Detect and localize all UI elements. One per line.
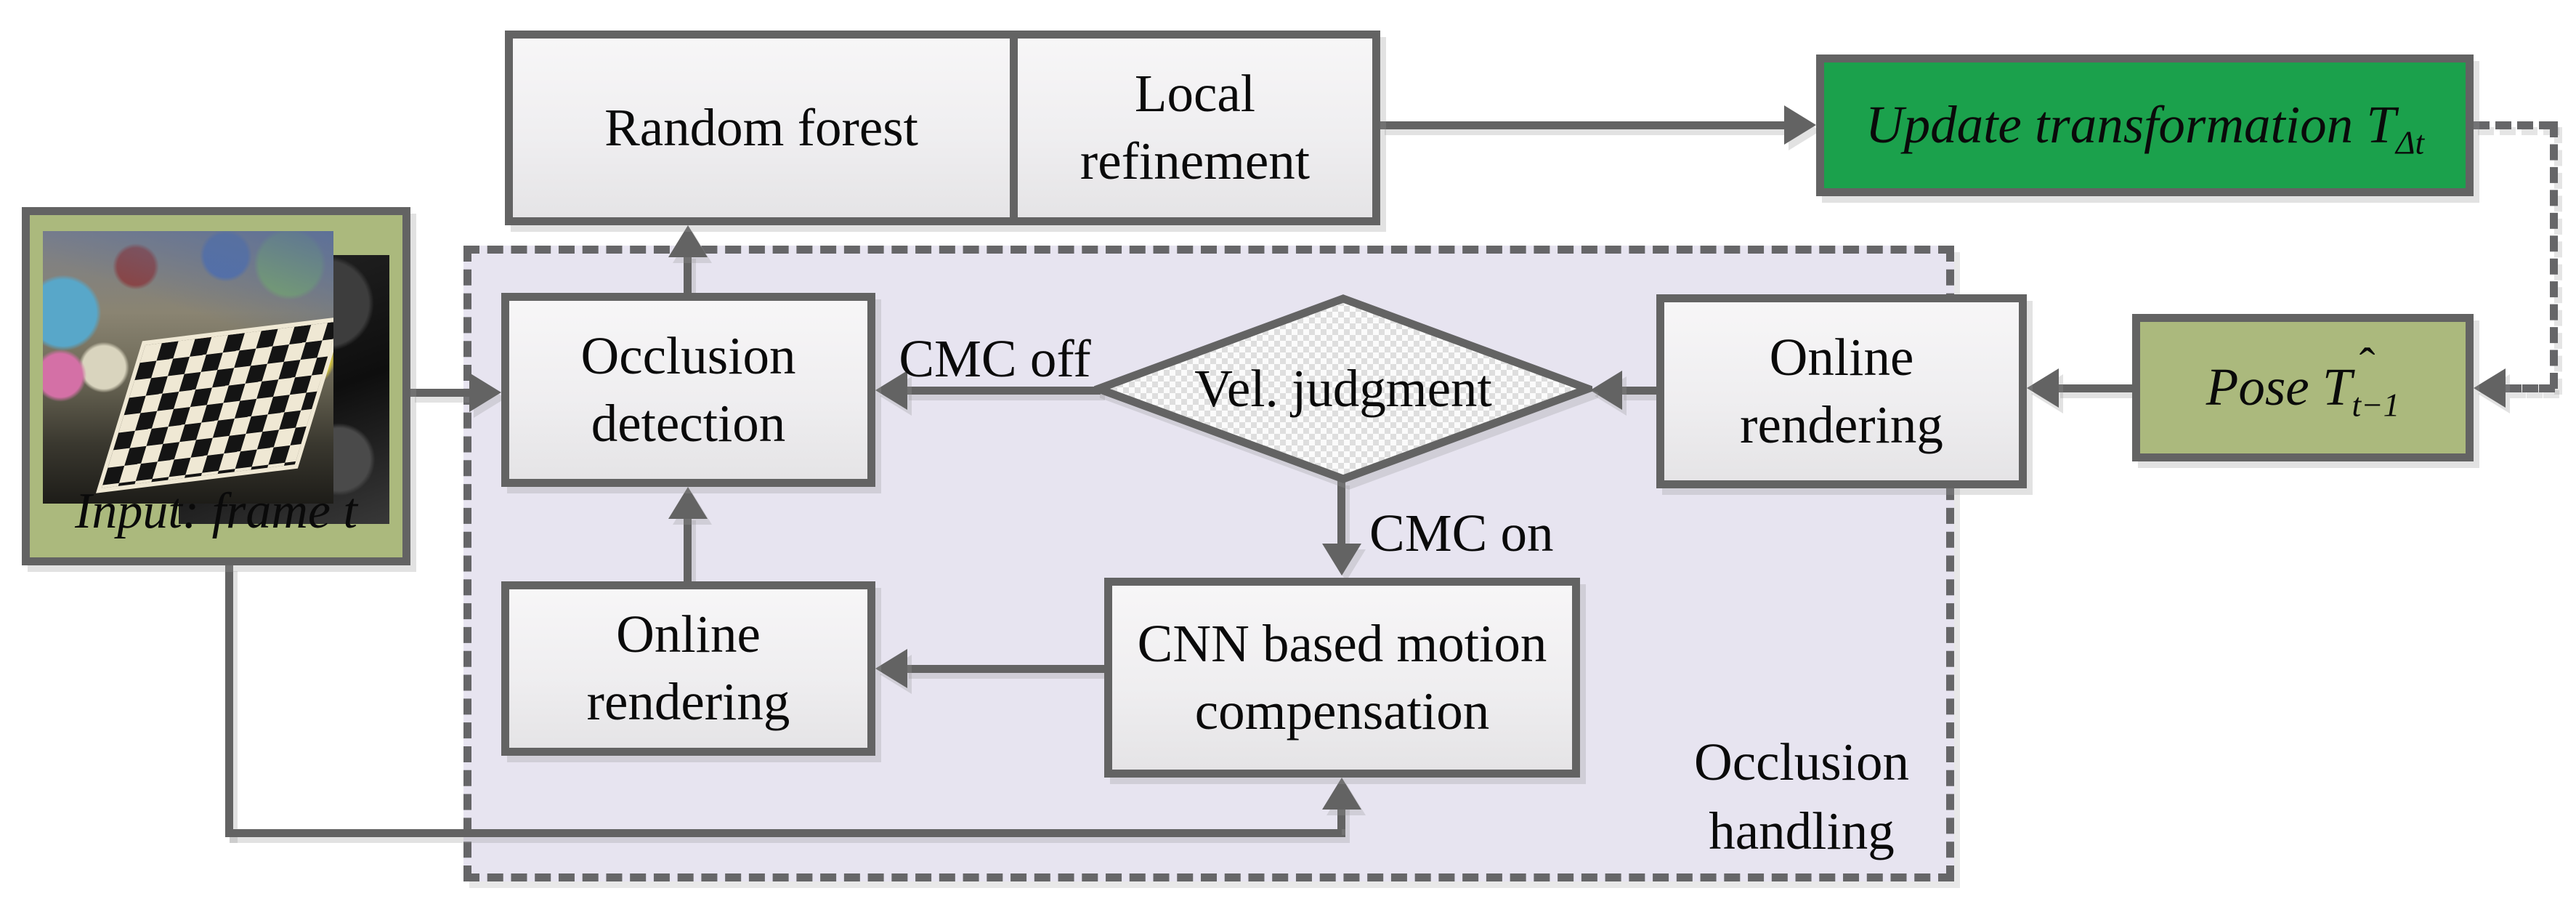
- local-refinement-label: Local refinement: [1080, 64, 1311, 190]
- cnn-motion-compensation-box: CNN based motion compensation: [1104, 578, 1580, 778]
- input-frame-box: Input: frame t: [22, 207, 410, 565]
- random-forest-local-refinement-box: Random forest Local refinement: [505, 31, 1380, 225]
- occlusion-detection-label: Occlusion detection: [580, 326, 796, 453]
- arrowhead-pose-to-onlinerendering: [2027, 368, 2059, 408]
- cmc-off-label: CMC off: [899, 329, 1091, 388]
- occlusion-handling-label: Occlusion handling: [1694, 733, 1909, 860]
- local-refinement-cell: Local refinement: [1010, 39, 1372, 217]
- update-transformation-box: Update transformation TΔt: [1816, 55, 2474, 196]
- online-rendering-top-box: Online rendering: [1656, 294, 2027, 488]
- cnn-motion-compensation-label: CNN based motion compensation: [1137, 613, 1547, 740]
- update-transformation-label: Update transformation TΔt: [1866, 92, 2424, 159]
- edge-onlinerendering2-to-od: [684, 514, 692, 581]
- online-rendering-top-label: Online rendering: [1740, 327, 1943, 454]
- edge-input-down: [225, 565, 233, 837]
- edge-update-feedback-side: [2550, 121, 2558, 389]
- arrowhead-veljudgment-to-cnn: [1322, 544, 1361, 576]
- update-transformation-variable: TΔt: [2366, 95, 2425, 161]
- diamond-outline: [1094, 294, 1592, 483]
- edge-update-feedback-into-pose: [2506, 384, 2555, 392]
- arrowhead-onlinerendering-to-veljudgment: [1590, 371, 1622, 410]
- arrowhead-input-to-od: [469, 373, 501, 412]
- arrowhead-cnn-to-onlinerendering2: [875, 649, 907, 688]
- arrowhead-feedback-to-pose: [2474, 368, 2506, 408]
- online-rendering-bottom-label: Online rendering: [586, 605, 790, 731]
- input-rgb-photo: [43, 231, 333, 504]
- arrowhead-veljudgment-to-od: [875, 371, 907, 410]
- edge-cnn-to-onlinerendering2: [904, 665, 1104, 673]
- edge-input-up-to-cnn: [1337, 803, 1345, 829]
- input-frame-caption: Input: frame t: [75, 483, 357, 540]
- vel-judgment-label: Vel. judgment: [1194, 359, 1492, 418]
- arrowhead-refinement-to-update: [1784, 105, 1816, 145]
- fiducial-marker-board: [96, 316, 333, 493]
- edge-od-to-randomforest: [684, 253, 692, 293]
- vel-judgment-decision: Vel. judgment: [1094, 294, 1592, 483]
- arrowhead-od-to-randomforest: [668, 225, 708, 257]
- edge-veljudgment-to-cnn: [1337, 480, 1345, 546]
- edge-onlinerendering-to-veljudgment: [1619, 387, 1656, 395]
- edge-refinement-to-update: [1380, 121, 1787, 129]
- cmc-on-label: CMC on: [1369, 504, 1554, 562]
- edge-update-feedback-top: [2474, 121, 2555, 129]
- online-rendering-bottom-box: Online rendering: [501, 581, 875, 756]
- random-forest-label: Random forest: [604, 97, 918, 157]
- random-forest-cell: Random forest: [513, 39, 1010, 217]
- edge-input-to-od: [410, 389, 476, 397]
- hat-accent: ˆ: [2359, 338, 2375, 392]
- edge-input-bottom-run: [225, 829, 1345, 837]
- edge-veljudgment-to-od: [904, 387, 1101, 395]
- edge-pose-to-onlinerendering: [2056, 384, 2132, 392]
- occlusion-detection-box: Occlusion detection: [501, 293, 875, 487]
- arrowhead-onlinerendering2-to-od: [668, 487, 708, 519]
- arrowhead-input-to-cnn: [1322, 778, 1361, 810]
